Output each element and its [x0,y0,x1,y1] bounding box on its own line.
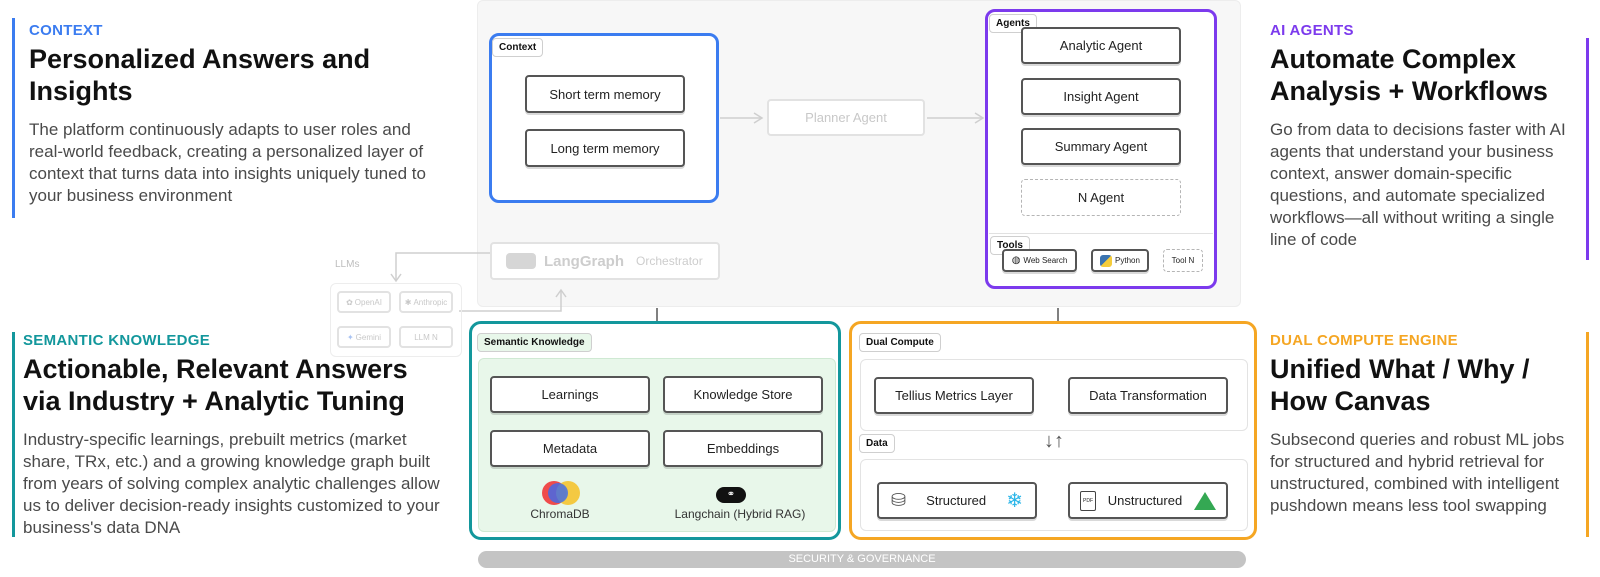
context-panel: CONTEXT Personalized Answers and Insight… [12,18,452,220]
anthropic-label: Anthropic [413,297,448,307]
orchestrator-label: Orchestrator [636,254,703,268]
llm-n-box: LLM N [399,326,453,348]
context-title: Personalized Answers and Insights [29,44,371,106]
security-governance-bar: SECURITY & GOVERNANCE [478,551,1246,568]
python-icon [1100,254,1113,267]
dual-accent-bar [1586,332,1589,537]
agents-title: Automate Complex Analysis + Workflows [1270,44,1548,106]
short-term-memory-box: Short term memory [525,75,685,113]
context-tag: Context [492,38,544,57]
agents-accent-bar [1586,38,1589,260]
chromadb-label: ChromaDB [530,507,590,521]
langchain-logo-icon: ⚭ [716,487,746,503]
context-group [489,33,719,203]
python-label: Python [1115,256,1140,265]
database-icon: ⛁ [891,490,907,510]
data-inner-panel [860,459,1248,531]
web-search-label: Web Search [1023,256,1068,265]
web-search-box: ◍Web Search [1002,249,1077,272]
gemini-box: ✦Gemini [337,326,391,348]
llms-group [330,283,462,357]
openai-icon: ✿ [346,297,353,307]
n-agent-box: N Agent [1021,179,1181,216]
context-kicker: CONTEXT [29,22,103,39]
pdf-file-icon: PDF [1080,490,1096,511]
dual-body: Subsecond queries and robust ML jobs for… [1270,430,1565,515]
embeddings-box: Embeddings [663,430,823,467]
learnings-box: Learnings [490,376,650,413]
tellius-metrics-layer-box: Tellius Metrics Layer [874,377,1034,414]
semantic-accent-bar [12,332,15,537]
dual-panel: DUAL COMPUTE ENGINE Unified What / Why /… [1268,332,1592,547]
google-drive-icon [1193,491,1216,510]
dual-title: Unified What / Why / How Canvas [1270,354,1530,416]
llms-label: LLMs [335,259,360,270]
agents-kicker: AI AGENTS [1270,22,1354,39]
dual-compute-tag: Dual Compute [859,333,941,352]
data-transformation-box: Data Transformation [1068,377,1228,414]
metadata-box: Metadata [490,430,650,467]
structured-label: Structured [926,493,987,508]
semantic-panel: SEMANTIC KNOWLEDGE Actionable, Relevant … [12,332,452,542]
agents-panel: AI AGENTS Automate Complex Analysis + Wo… [1268,20,1592,260]
tools-group [989,233,1213,284]
bidirectional-arrows-icon: ↓↑ [1044,430,1064,452]
structured-box: ⛁ Structured ❄ [877,482,1037,519]
chromadb-logo-icon [542,481,582,505]
orchestrator-box: LangGraph Orchestrator [490,242,720,280]
dual-compute-inner-panel [860,359,1248,431]
openai-label: OpenAI [354,297,382,307]
tool-n-box: Tool N [1163,249,1203,272]
long-term-memory-box: Long term memory [525,129,685,167]
snowflake-icon: ❄ [1006,490,1023,512]
insight-agent-box: Insight Agent [1021,78,1181,115]
openai-box: ✿OpenAI [337,291,391,313]
anthropic-icon: ✱ [404,297,412,307]
langgraph-logo-icon [506,253,536,269]
semantic-tag: Semantic Knowledge [477,333,592,352]
summary-agent-box: Summary Agent [1021,128,1181,165]
gemini-icon: ✦ [346,332,354,342]
orchestrator-brand: LangGraph [544,252,625,270]
agents-body: Go from data to decisions faster with AI… [1270,120,1566,249]
analytic-agent-box: Analytic Agent [1021,27,1181,64]
knowledge-store-box: Knowledge Store [663,376,823,413]
unstructured-label: Unstructured [1107,493,1183,508]
globe-icon: ◍ [1011,255,1021,266]
context-accent-bar [12,18,15,218]
semantic-body: Industry-specific learnings, prebuilt me… [23,430,440,537]
anthropic-box: ✱Anthropic [399,291,453,313]
python-box: Python [1091,249,1149,272]
langchain-label: Langchain (Hybrid RAG) [674,507,806,521]
context-body: The platform continuously adapts to user… [29,120,426,205]
data-tag: Data [859,434,895,453]
gemini-label: Gemini [355,332,382,342]
semantic-kicker: SEMANTIC KNOWLEDGE [23,332,211,349]
unstructured-box: PDF Unstructured [1068,482,1228,519]
semantic-title: Actionable, Relevant Answers via Industr… [23,354,408,416]
dual-kicker: DUAL COMPUTE ENGINE [1270,332,1458,349]
planner-agent-box: Planner Agent [767,99,925,136]
